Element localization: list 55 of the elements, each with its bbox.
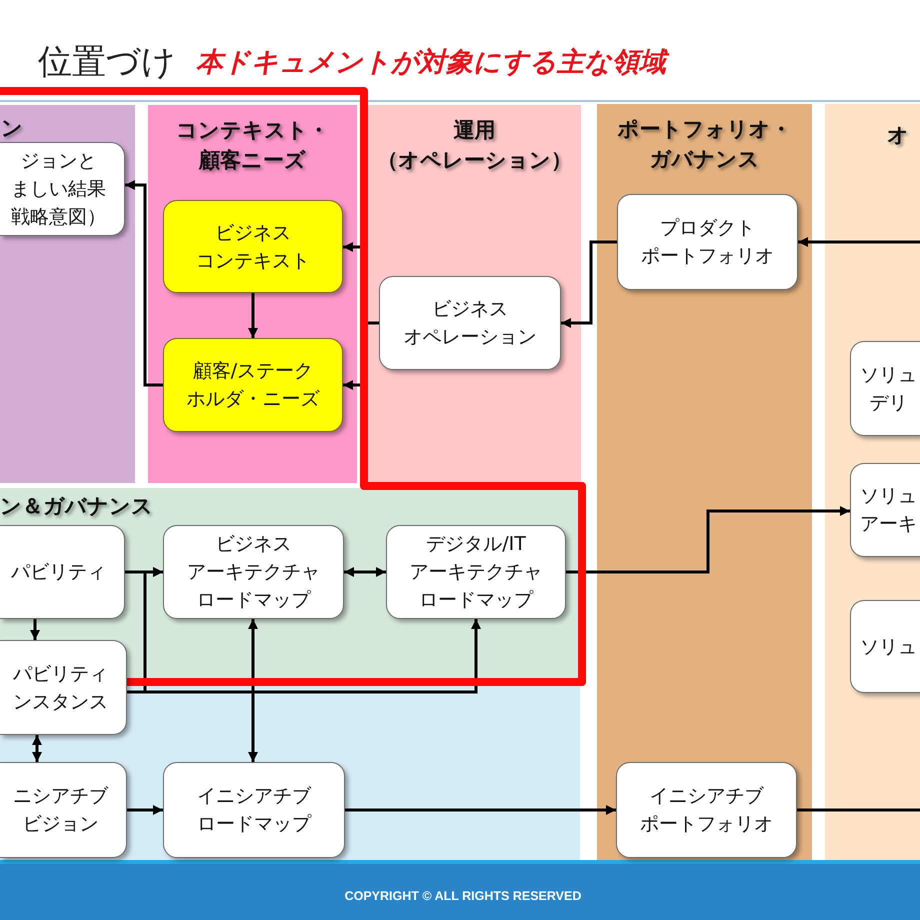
swimlane [368, 105, 581, 483]
lane-header: オ [887, 122, 909, 149]
double-arrow [32, 735, 42, 762]
box-label: イニシアチブロードマップ [197, 784, 311, 837]
arrow [798, 237, 920, 247]
swimlane [0, 105, 135, 483]
box-label: ニシアチブビジョン [13, 784, 108, 837]
box-label: パビリティンスタンス [13, 662, 108, 714]
box-label: ソリュ [860, 634, 917, 660]
swimlane [825, 104, 920, 860]
box-label: ソリュデリ [860, 362, 917, 416]
highlighted-box [163, 200, 343, 293]
process-box [616, 762, 797, 858]
process-box [163, 762, 345, 858]
process-box [850, 600, 920, 693]
process-box [0, 142, 125, 236]
lane-header: ン＆ガバナンス [0, 493, 153, 520]
box-label: パビリティ [11, 560, 106, 585]
copyright-notice: COPYRIGHT © ALL RIGHTS RESERVED [344, 889, 582, 903]
connector-line [797, 808, 920, 812]
arrow [248, 293, 258, 338]
lane-header: 運用（オペレーション） [377, 117, 572, 174]
arrow [127, 805, 163, 815]
process-box [850, 341, 920, 436]
process-box [0, 640, 127, 735]
arrow [345, 805, 616, 815]
arrow [566, 506, 850, 574]
box-label: ビジネスアーキテクチャロードマップ [187, 532, 320, 613]
process-box [386, 525, 566, 619]
double-arrow [344, 567, 386, 577]
page-title: 位置づけ [38, 41, 176, 84]
arrow [30, 619, 40, 640]
box-label: デジタル/ITアーキテクチャロードマップ [410, 532, 542, 613]
process-box [850, 463, 920, 557]
lane-header: ポートフォリオ・ガバナンス [618, 116, 792, 173]
process-box [0, 525, 125, 619]
box-label: ソリュアーキ [860, 484, 917, 537]
arrow [561, 240, 617, 328]
box-label: ビジネスコンテキスト [196, 220, 310, 274]
box-label: イニシアチブポートフォリオ [640, 784, 773, 837]
double-arrow [248, 619, 258, 762]
box-label: ジョンとましい結果戦略意図） [11, 149, 106, 230]
box-label: プロダクトポートフォリオ [641, 216, 774, 269]
box-label: ビジネスオペレーション [404, 297, 536, 350]
process-box [0, 762, 127, 858]
swimlane [148, 105, 357, 483]
arrow [125, 180, 163, 386]
box-label: 顧客/ステークホルダ・ニーズ [186, 359, 320, 412]
lane-header: ン [1, 115, 23, 142]
process-box [163, 525, 344, 619]
process-box [617, 194, 798, 290]
highlighted-box [163, 338, 343, 432]
lane-header: コンテキスト・顧客ニーズ [176, 117, 329, 174]
process-box [379, 276, 561, 370]
swimlane [597, 104, 812, 860]
